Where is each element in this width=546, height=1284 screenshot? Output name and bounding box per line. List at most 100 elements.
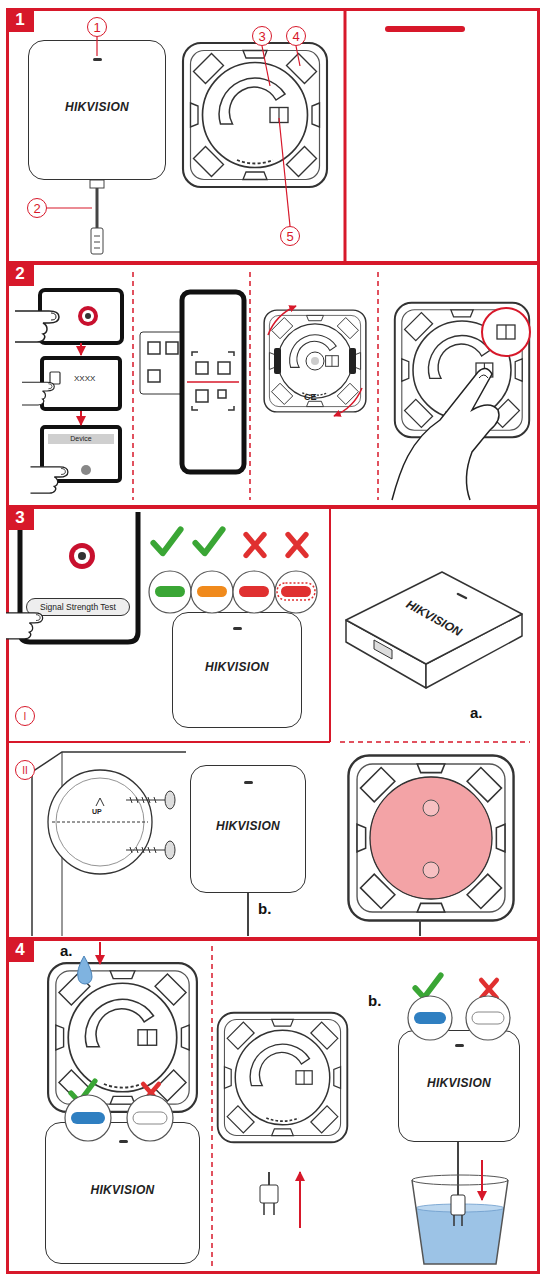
brand-logo: HIKVISION [205,660,269,674]
step4-art [264,1203,274,1215]
brand-logo: HIKVISION [427,1076,491,1090]
led-states [149,571,191,613]
step4-art [457,1142,459,1195]
step2-overlay [22,382,54,405]
led-states [191,571,233,613]
connectors [81,411,82,425]
step2-art [334,388,362,416]
step4-art [451,1195,465,1215]
brand-logo: HIKVISION [65,100,129,114]
leader-lines [47,207,92,208]
led-states [127,1095,173,1141]
step2-art [497,325,515,339]
step2-art [196,362,208,374]
step2-art [264,310,366,412]
step2-art [166,342,178,354]
phone-screen: Device [40,425,122,483]
step2-art [268,306,296,335]
step2-overlay [50,372,60,384]
leader-lines [47,37,300,226]
led-states [155,586,185,597]
step3-art [69,543,95,569]
status-led [458,594,466,598]
device-front: HIKVISION [28,40,166,180]
step2-overlay [22,372,91,493]
step2-art [192,352,234,410]
step-number: 3 [6,506,34,530]
step2-art [148,342,178,382]
step4-art [481,980,497,998]
device-3d-face [346,572,522,664]
step4-art [412,1175,508,1185]
step4-art [48,963,197,1112]
led-states [233,571,275,613]
step2-art [148,342,160,354]
step2-art [85,313,91,319]
step2-art [349,348,356,374]
sub-step-letter: a. [470,704,483,721]
led-states [197,586,227,597]
step-panel: 2XXXXDevice [6,262,540,508]
step2-art [311,357,319,365]
brand-logo: HIKVISION [90,1183,154,1197]
step-number: 4 [6,938,34,962]
step3-art [126,797,166,803]
step2-art [82,310,94,322]
step-panel: 4HIKVISION HIKVISION [6,938,540,1274]
step2-art [482,308,530,356]
step3-art [340,741,530,743]
ce-mark: CE [304,392,317,402]
step3-art [74,548,90,564]
step-number: 1 [6,8,34,32]
device-3d: HIKVISION [340,560,528,705]
step-panel: 1HIKVISION [6,8,540,264]
device-front: HIKVISION [398,1030,520,1142]
led-states [408,996,452,1040]
led-states [472,1012,504,1024]
step4-art [415,975,441,997]
leader-lines [296,46,300,66]
step3-art [52,822,148,823]
app-button: Signal Strength Test [26,598,130,616]
step2-art [192,352,234,410]
step2-art [15,272,530,500]
leader-lines [262,46,270,86]
callout-number: 4 [286,26,306,46]
led-states [133,1112,167,1124]
step3-art [370,777,492,899]
step3-art [419,920,421,936]
step2-art [505,325,506,339]
step1-art [94,236,100,248]
step4-art [143,1084,159,1102]
step1-art [344,8,347,262]
flow-arrow [80,411,82,425]
step2-art [148,370,160,382]
step3-art [246,535,264,556]
step4-art [99,942,101,964]
step4-art [412,1180,508,1264]
step3-art [48,770,152,874]
led-states [65,1095,111,1141]
step4-art [260,1185,278,1203]
step1-art [91,228,103,254]
step3-art [126,791,175,859]
callout-number: 3 [252,26,272,46]
sub-step-letter: b. [258,900,271,917]
step2-art [306,352,324,370]
step2-art [133,272,378,500]
led-states [6,571,510,1141]
sub-step-letter: a. [60,942,73,959]
callout-number: 2 [27,198,47,218]
step3-art [153,529,180,553]
step3-art [32,752,186,936]
step2-art [78,306,98,326]
step2-art [274,348,281,374]
step3-art [126,847,166,853]
step2-art [218,390,226,398]
sub-step-number: II [15,760,35,780]
sub-step-number: I [15,706,35,726]
step3-art [423,862,439,878]
